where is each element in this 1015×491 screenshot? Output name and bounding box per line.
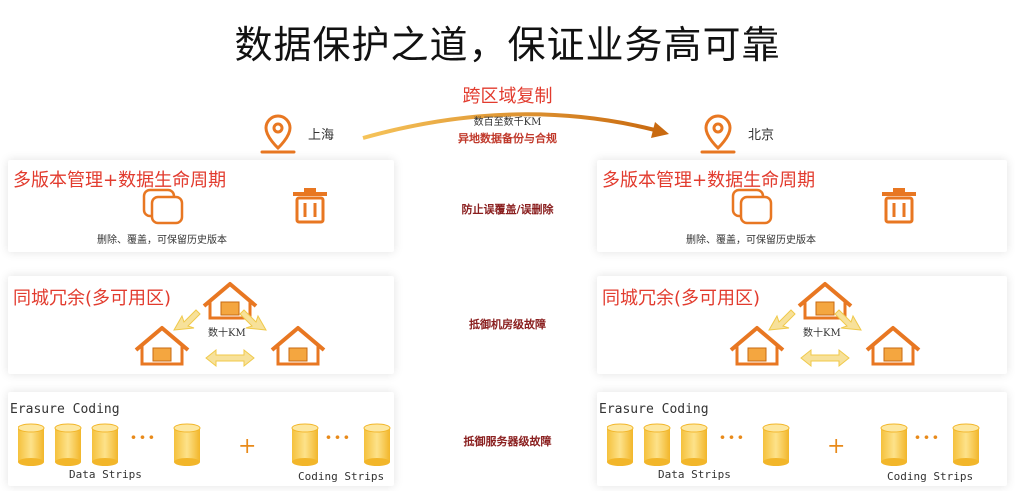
trash-icon <box>882 188 916 224</box>
disk-cylinder-icon <box>643 423 671 466</box>
disk-cylinder-icon <box>18 423 45 466</box>
bidirectional-arrow-icon <box>173 309 267 368</box>
redundancy-panel-shanghai <box>8 276 394 374</box>
disk-cylinder-icon <box>291 423 319 466</box>
multi-az-diagram <box>134 282 326 368</box>
multi-az-diagram <box>729 282 921 368</box>
redundancy-title: 同城冗余(多可用区) <box>13 288 172 309</box>
trash-icon <box>293 188 327 224</box>
coding-strips-label: Coding Strips <box>887 470 974 483</box>
versioning-panel-beijing <box>597 160 1007 252</box>
disk-cylinder-icon <box>91 423 119 466</box>
page-title: 数据保护之道，保证业务高可靠 <box>234 23 781 67</box>
datacenter-house-icon <box>202 282 258 320</box>
redundancy-distance: 数十KM <box>803 328 841 339</box>
ellipsis-dots: ··· <box>325 425 352 449</box>
datacenter-house-icon <box>797 282 853 320</box>
versioning-panel-shanghai <box>8 160 394 252</box>
datacenter-house-icon <box>134 326 190 366</box>
data-strips-label: Data Strips <box>69 468 142 481</box>
disk-cylinder-icon <box>173 423 201 466</box>
disk-cylinder-icon <box>607 423 634 466</box>
location-pin-icon <box>700 114 736 154</box>
versions-stack-icon <box>142 188 184 225</box>
data-strips-cylinders <box>607 423 790 466</box>
data-strips-label: Data Strips <box>658 468 731 481</box>
redundancy-title: 同城冗余(多可用区) <box>602 288 761 309</box>
redundancy-purpose: 抵御机房级故障 <box>469 318 546 331</box>
ellipsis-dots: ··· <box>130 425 157 449</box>
disk-cylinder-icon <box>952 423 980 466</box>
cross-region-distance: 数百至数千KM <box>473 117 542 128</box>
versioning-caption: 删除、覆盖，可保留历史版本 <box>97 235 227 246</box>
datacenter-house-icon <box>270 326 326 366</box>
erasure-title: Erasure Coding <box>599 402 709 417</box>
location-pin-icon <box>260 114 296 154</box>
ellipsis-dots: ··· <box>914 425 941 449</box>
data-strips-cylinders <box>18 423 201 466</box>
coding-strips-label: Coding Strips <box>298 470 385 483</box>
cross-region-label: 跨区域复制 <box>462 86 553 107</box>
ellipsis-dots: ··· <box>719 425 746 449</box>
plus-sign: + <box>238 434 257 459</box>
cross-region-purpose: 异地数据备份与合规 <box>458 132 557 145</box>
versioning-title: 多版本管理+数据生命周期 <box>13 170 227 191</box>
disk-cylinder-icon <box>680 423 708 466</box>
disk-cylinder-icon <box>762 423 790 466</box>
datacenter-house-icon <box>865 326 921 366</box>
versioning-caption: 删除、覆盖，可保留历史版本 <box>686 235 816 246</box>
bidirectional-arrow-icon <box>768 309 862 368</box>
coding-strips-cylinders <box>880 423 980 466</box>
plus-sign: + <box>827 434 846 459</box>
disk-cylinder-icon <box>363 423 391 466</box>
coding-strips-cylinders <box>291 423 391 466</box>
datacenter-house-icon <box>729 326 785 366</box>
versions-stack-icon <box>731 188 773 225</box>
disk-cylinder-icon <box>54 423 82 466</box>
versioning-purpose: 防止误覆盖/误删除 <box>461 203 554 216</box>
versioning-title: 多版本管理+数据生命周期 <box>602 170 816 191</box>
cross-region-arrow <box>362 112 669 140</box>
redundancy-distance: 数十KM <box>208 328 246 339</box>
city-shanghai: 上海 <box>308 128 335 143</box>
erasure-purpose: 抵御服务器级故障 <box>463 435 552 448</box>
city-beijing: 北京 <box>748 128 775 143</box>
disk-cylinder-icon <box>880 423 908 466</box>
erasure-title: Erasure Coding <box>10 402 120 417</box>
